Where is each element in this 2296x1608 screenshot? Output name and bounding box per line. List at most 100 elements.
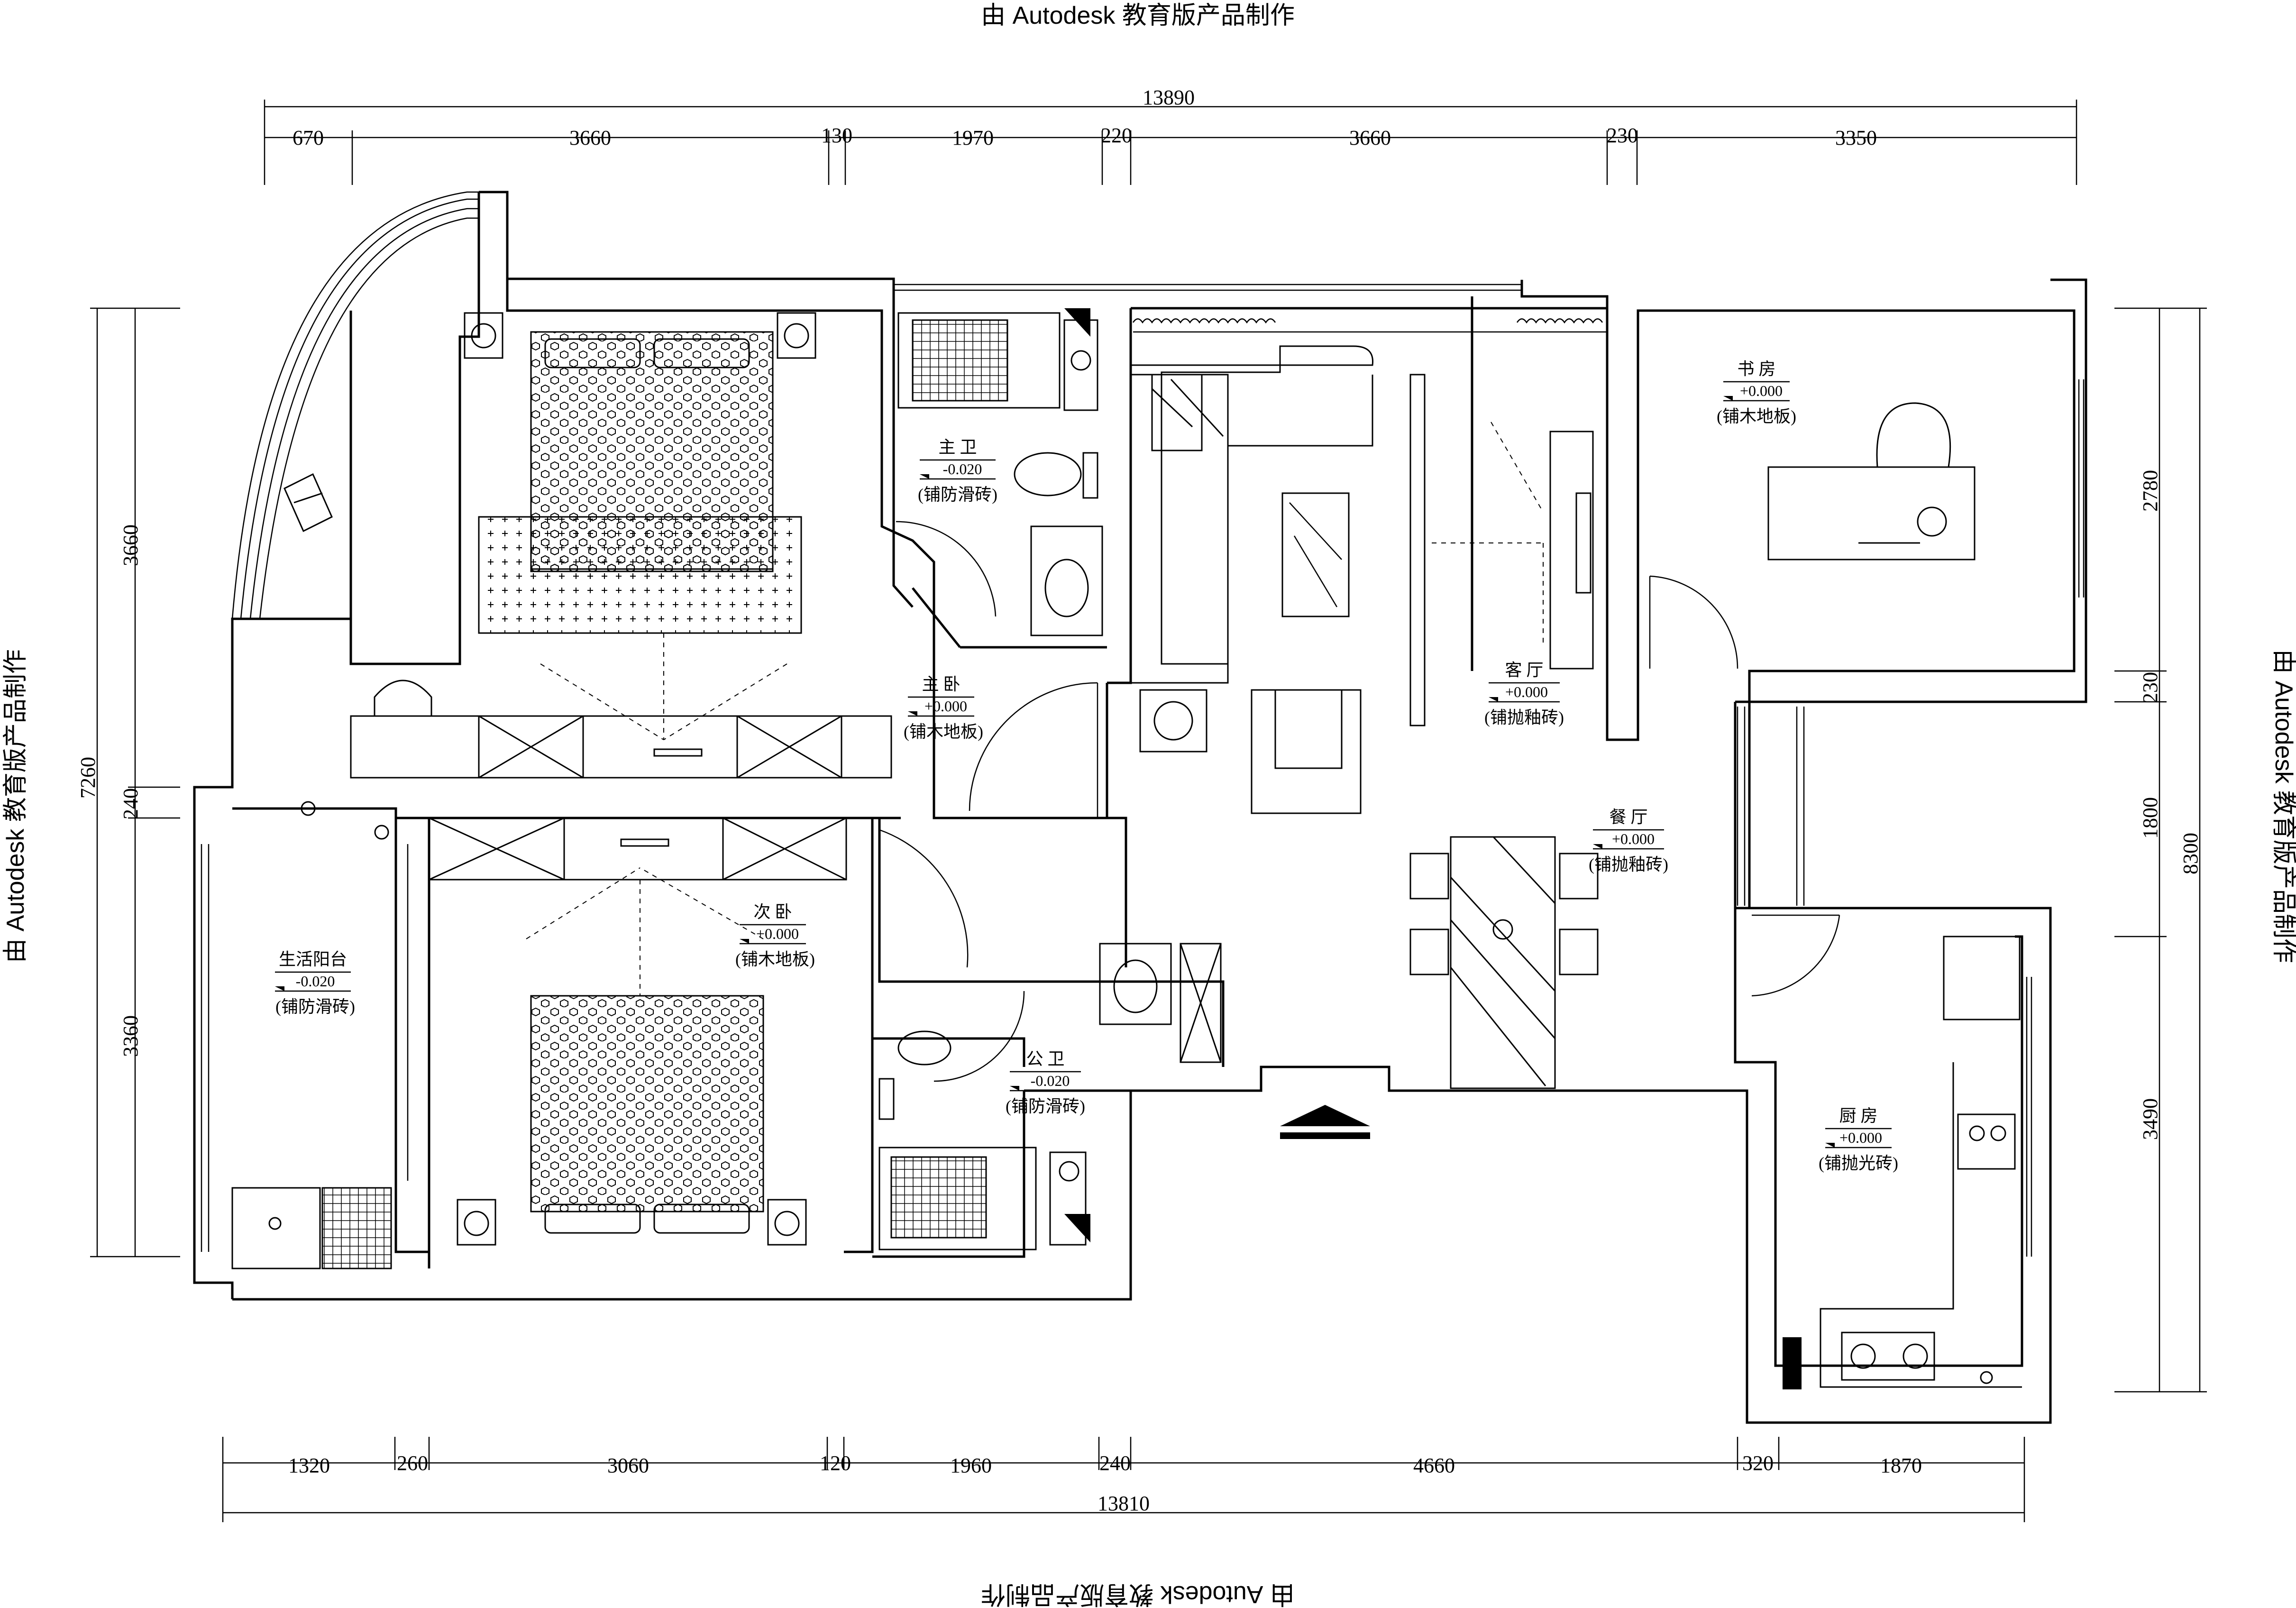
walls	[193, 191, 2087, 1424]
room-label-balcony: 生活阳台 -0.020 (铺防滑砖)	[275, 950, 355, 1016]
dim-right-3: 3490	[2139, 1098, 2162, 1140]
watermark-right: 由 Autodesk 教育版产品制作	[2270, 649, 2296, 963]
dim-right-total: 8300	[2179, 833, 2202, 874]
dim-top-0: 670	[293, 126, 324, 149]
master-bath-shaft	[1064, 308, 1090, 337]
svg-text:+0.000: +0.000	[1612, 830, 1655, 847]
dim-top-total: 13890	[1143, 86, 1195, 109]
dim-bottom-0: 1320	[288, 1454, 330, 1477]
dim-right-0: 2780	[2139, 470, 2162, 512]
dimension-lines	[90, 100, 2207, 1522]
dim-right-2: 1800	[2139, 797, 2162, 839]
room-label-study: 书 房 +0.000 (铺木地板)	[1717, 359, 1796, 426]
windows	[201, 284, 2085, 1257]
svg-text:(铺抛光砖): (铺抛光砖)	[1819, 1154, 1898, 1173]
svg-text:餐 厅: 餐 厅	[1609, 808, 1647, 827]
curved-balcony-rail	[231, 191, 479, 619]
room-label-master-bath: 主 卫 -0.020 (铺防滑砖)	[918, 438, 997, 504]
second-bed	[457, 995, 807, 1246]
living-ceiling-lines	[1432, 422, 1544, 645]
dim-top-3: 1970	[952, 126, 994, 149]
room-label-second-bed: 次 卧 +0.000 (铺木地板)	[735, 902, 815, 969]
svg-text:(铺木地板): (铺木地板)	[904, 722, 983, 741]
tv-cabinet	[1549, 431, 1594, 670]
svg-text:(铺防滑砖): (铺防滑砖)	[275, 997, 355, 1016]
svg-text:公 卫: 公 卫	[1026, 1049, 1064, 1068]
dim-left-2: 3360	[119, 1015, 142, 1057]
svg-text:次 卧: 次 卧	[753, 902, 792, 921]
room-label-dining: 餐 厅 +0.000 (铺抛釉砖)	[1589, 808, 1668, 874]
master-ceiling-lines	[540, 633, 787, 740]
svg-text:+0.000: +0.000	[756, 925, 799, 942]
svg-text:(铺木地板): (铺木地板)	[735, 950, 815, 969]
entrance-bar	[1280, 1132, 1370, 1139]
svg-text:厨 房: 厨 房	[1839, 1106, 1877, 1125]
dim-bottom-7: 320	[1742, 1452, 1774, 1475]
dim-bottom-total: 13810	[1098, 1492, 1150, 1515]
dim-bottom-5: 240	[1099, 1452, 1131, 1475]
public-bath-shaft	[1064, 1214, 1090, 1242]
master-wardrobe	[350, 715, 892, 779]
balcony-fixtures	[231, 801, 392, 1269]
public-bath-fixtures	[878, 943, 1222, 1250]
dim-bottom-4: 1960	[950, 1454, 992, 1477]
second-ceiling-lines	[526, 867, 764, 996]
kitchen-fixtures	[1820, 936, 2023, 1388]
svg-text:(铺防滑砖): (铺防滑砖)	[918, 485, 997, 504]
dim-bottom-6: 4660	[1413, 1454, 1455, 1477]
svg-text:+0.000: +0.000	[1740, 382, 1783, 399]
dim-top-2: 130	[821, 124, 852, 147]
dim-top-1: 3660	[569, 126, 611, 149]
dim-top-4: 220	[1101, 124, 1132, 147]
coffee-table	[1281, 492, 1350, 617]
svg-text:书 房: 书 房	[1737, 359, 1775, 378]
svg-text:-0.020: -0.020	[1031, 1072, 1070, 1089]
dim-top-6: 230	[1607, 124, 1638, 147]
coffee-table-glass	[1289, 502, 1342, 607]
master-bed	[464, 312, 816, 634]
svg-text:客 厅: 客 厅	[1505, 661, 1543, 680]
svg-text:(铺木地板): (铺木地板)	[1717, 407, 1796, 426]
svg-text:+0.000: +0.000	[924, 698, 967, 715]
svg-text:(铺抛釉砖): (铺抛釉砖)	[1589, 855, 1668, 874]
curtain-top	[1132, 318, 1607, 333]
dim-right-1: 230	[2139, 672, 2162, 703]
svg-text:(铺抛釉砖): (铺抛釉砖)	[1484, 708, 1564, 727]
tv-icon	[1575, 492, 1592, 594]
room-label-kitchen: 厨 房 +0.000 (铺抛光砖)	[1819, 1106, 1898, 1173]
svg-text:生活阳台: 生活阳台	[279, 950, 347, 969]
dim-left-total: 7260	[76, 757, 100, 799]
chair-icon	[284, 473, 333, 533]
dim-left-1: 240	[119, 788, 142, 819]
vanity-chair	[374, 680, 432, 716]
master-bath-fixtures	[897, 312, 1103, 636]
entrance-arrow-icon	[1280, 1105, 1370, 1126]
dim-bottom-2: 3060	[607, 1454, 649, 1477]
room-label-living: 客 厅 +0.000 (铺抛釉砖)	[1484, 661, 1564, 727]
dining-table	[1409, 836, 1599, 1089]
dim-left-0: 3660	[119, 524, 142, 566]
dim-top-7: 3350	[1835, 126, 1877, 149]
watermark-left: 由 Autodesk 教育版产品制作	[2, 649, 29, 963]
svg-text:-0.020: -0.020	[943, 460, 982, 478]
svg-text:(铺防滑砖): (铺防滑砖)	[1006, 1097, 1085, 1116]
sofa	[1130, 345, 1426, 814]
study-desk	[1767, 402, 1976, 561]
kitchen-corner-shaft	[1783, 1337, 1802, 1389]
svg-text:+0.000: +0.000	[1505, 683, 1548, 700]
svg-text:+0.000: +0.000	[1839, 1129, 1882, 1146]
dim-top-5: 3660	[1349, 126, 1391, 149]
room-label-master-bed: 主 卧 +0.000 (铺木地板)	[904, 675, 983, 741]
room-label-public-bath: 公 卫 -0.020 (铺防滑砖)	[1006, 1049, 1085, 1116]
svg-text:主 卧: 主 卧	[922, 675, 960, 694]
dim-bottom-1: 260	[397, 1452, 428, 1475]
watermark-top: 由 Autodesk 教育版产品制作	[981, 2, 1295, 29]
dim-bottom-8: 1870	[1880, 1454, 1922, 1477]
svg-text:主 卫: 主 卫	[938, 438, 977, 457]
svg-text:-0.020: -0.020	[296, 973, 335, 990]
second-wardrobe	[428, 817, 847, 881]
watermark-bottom: 由 Autodesk 教育版产品制作	[981, 1580, 1295, 1608]
doors	[407, 521, 1840, 1181]
dim-bottom-3: 120	[820, 1452, 851, 1475]
